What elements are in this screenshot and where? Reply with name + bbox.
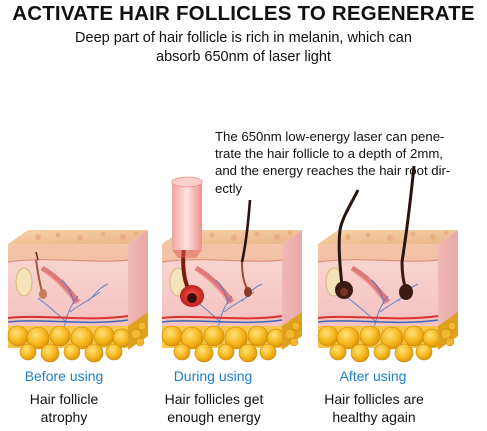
stage-desc-line: enough energy bbox=[167, 409, 261, 425]
laser-description-line: trate the hair follicle to a depth of 2m… bbox=[215, 146, 443, 162]
subtitle: Deep part of hair follicle is rich in me… bbox=[0, 29, 487, 67]
laser-description-line: ectly bbox=[215, 180, 243, 196]
stage-desc-line: Hair follicle bbox=[29, 391, 99, 407]
stage-desc-before: Hair follicle atrophy bbox=[0, 390, 144, 426]
subtitle-line: Deep part of hair follicle is rich in me… bbox=[75, 30, 412, 46]
stage-label-during: During using bbox=[173, 368, 253, 384]
skin-block-after bbox=[318, 165, 458, 362]
stage-desc-line: healthy again bbox=[332, 409, 416, 425]
laser-description-line: The 650nm low-energy laser can pene- bbox=[215, 129, 445, 144]
laser-description: The 650nm low-energy laser can pene- tra… bbox=[215, 128, 485, 197]
stage-desc-line: Hair follicles get bbox=[164, 391, 264, 407]
stage-desc-line: atrophy bbox=[40, 409, 88, 425]
stage-desc-after: Hair follicles are healthy again bbox=[294, 390, 454, 426]
stage-desc-line: Hair follicles are bbox=[324, 391, 424, 407]
stage-label-after: After using bbox=[339, 368, 407, 384]
stage-label-before: Before using bbox=[24, 368, 104, 384]
subtitle-line: absorb 650nm of laser light bbox=[156, 49, 331, 65]
stage-desc-during: Hair follicles get enough energy bbox=[134, 390, 294, 426]
page-title: ACTIVATE HAIR FOLLICLES TO REGENERATE bbox=[12, 2, 475, 25]
laser-description-line: and the energy reaches the hair root dir… bbox=[215, 163, 451, 179]
skin-block-before bbox=[8, 230, 148, 362]
laser-beam bbox=[171, 176, 203, 258]
